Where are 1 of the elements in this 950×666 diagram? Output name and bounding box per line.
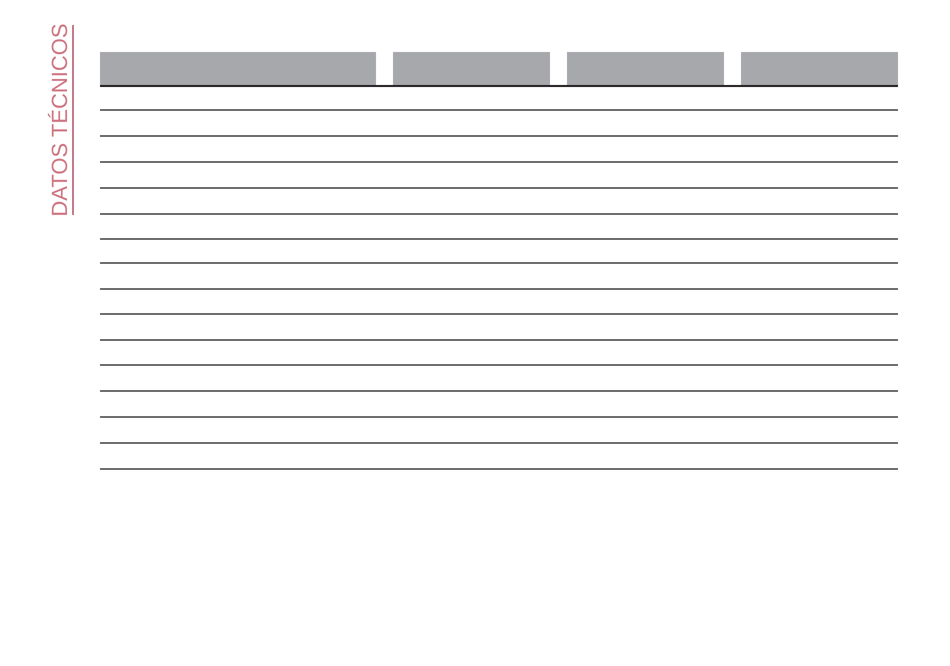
vertical-title: DATOS TÉCNICOS [48, 22, 72, 219]
